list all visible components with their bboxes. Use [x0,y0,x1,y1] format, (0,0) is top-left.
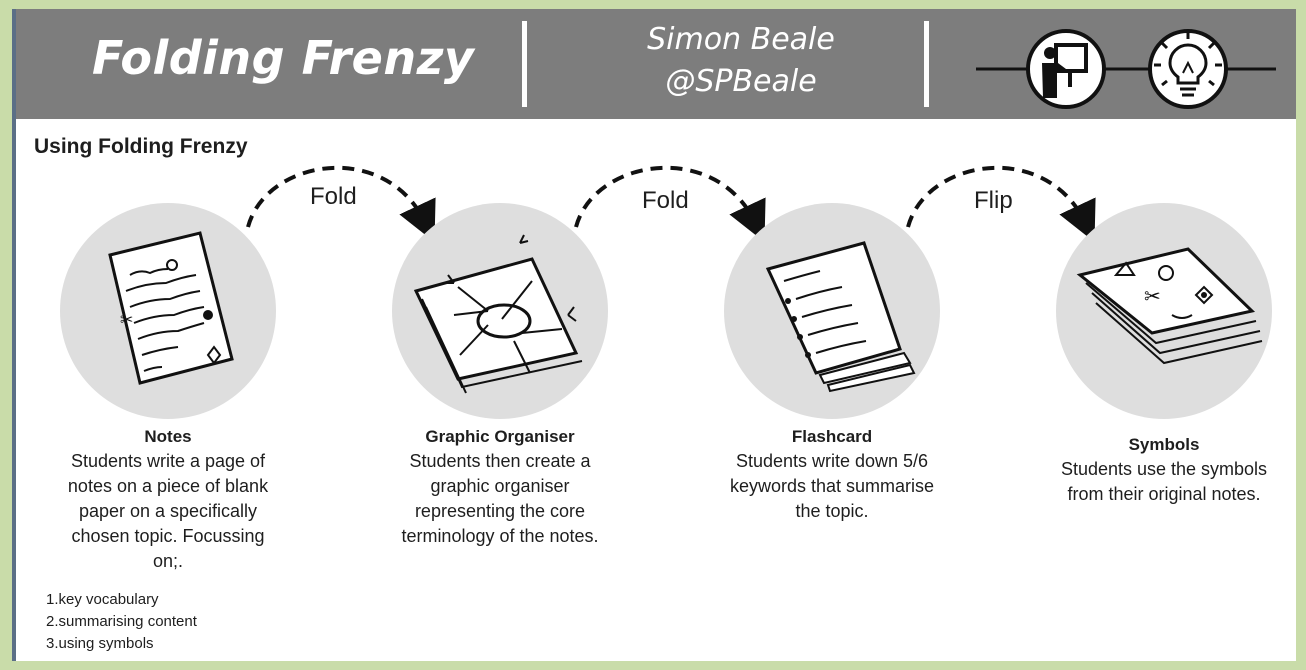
list-item: 3.using symbols [46,635,154,652]
section-title: Using Folding Frenzy [34,135,248,158]
step-notes: Notes Students write a page of notes on … [60,425,276,574]
notes-circle: ✂ [60,203,276,419]
header-divider [924,21,929,107]
fold-arrow [246,165,436,243]
transition-label: Fold [310,183,357,210]
symbols-circle: ✂ [1056,203,1272,419]
notes-page-icon: ✂ [108,231,234,385]
flip-arrow [906,165,1096,243]
header-icons [976,29,1276,109]
page-title: Folding Frenzy [92,31,475,85]
flashcard-icon [765,241,916,393]
header-divider [522,21,527,107]
step-name: Notes [144,427,192,446]
step-description: Students write down 5/6 keywords that su… [729,451,935,521]
transition-arcs [246,165,1096,243]
transition-label: Fold [642,187,689,214]
svg-text:✂: ✂ [120,310,133,329]
list-item: 1.key vocabulary [46,591,159,608]
fold-arrow [574,165,766,243]
infographic-card: Folding Frenzy Simon Beale @SPBeale [12,9,1296,661]
step-graphic-organiser: Graphic Organiser Students then create a… [392,425,608,549]
symbols-page-icon: ✂ [1076,247,1263,365]
step-description: Students write a page of notes on a piec… [67,451,269,571]
step-description: Students use the symbols from their orig… [1060,459,1268,504]
step-name: Graphic Organiser [425,427,575,446]
graphic-organiser-circle [392,203,608,419]
step-flashcard: Flashcard Students write down 5/6 keywor… [724,425,940,524]
step-description: Students then create a graphic organiser… [401,451,599,546]
author-name: Simon Beale [647,22,835,57]
notes-focus-list: 1.key vocabulary 2.summarising content 3… [46,589,197,655]
teacher-at-board-icon [1026,29,1106,109]
graphic-organiser-icon [413,234,583,394]
header-banner: Folding Frenzy Simon Beale @SPBeale [16,9,1296,119]
step-name: Flashcard [791,427,873,446]
author-block: Simon Beale @SPBeale [576,19,906,103]
transition-label: Flip [974,187,1013,214]
step-name: Symbols [1128,435,1200,454]
svg-text:✂: ✂ [1144,284,1161,308]
step-symbols: Symbols Students use the symbols from th… [1044,433,1284,507]
author-handle: @SPBeale [665,64,817,99]
list-item: 2.summarising content [46,613,197,630]
flashcard-circle [724,203,940,419]
